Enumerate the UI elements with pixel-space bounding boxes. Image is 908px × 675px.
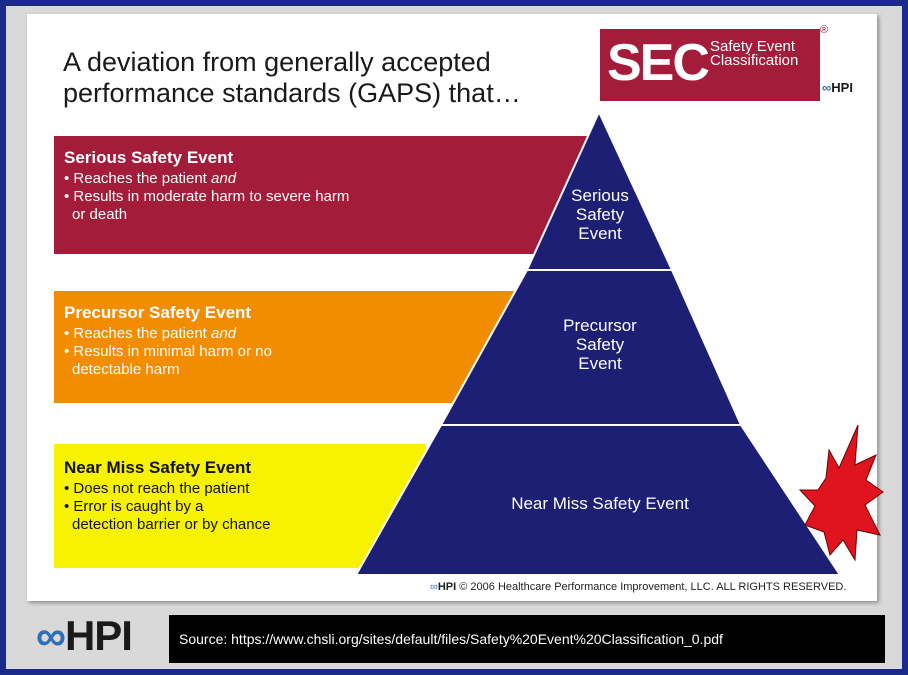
copyright: ∞HPI © 2006 Healthcare Performance Impro… <box>430 581 846 593</box>
starburst-icon <box>798 424 884 562</box>
band-precursor: Precursor Safety Event • Reaches the pat… <box>54 291 514 403</box>
hpi-footer-ring-icon: ∞ <box>36 612 66 659</box>
band-nearmiss-title: Near Miss Safety Event <box>64 458 252 477</box>
copyright-hpi-text: HPI <box>437 581 457 593</box>
hpi-footer-logo: ∞HPI <box>36 612 133 660</box>
sec-logo-text: SEC <box>607 34 710 92</box>
sec-logo-box <box>600 29 820 101</box>
band-nearmiss-line-1: • Does not reach the patient <box>64 480 250 497</box>
sec-logo-subtitle-text: Safety Event Classification <box>710 38 799 69</box>
copyright-text: © 2006 Healthcare Performance Improvemen… <box>459 581 847 593</box>
pyramid-bottom-label: Near Miss Safety Event <box>511 494 689 513</box>
band-serious: Serious Safety Event • Reaches the patie… <box>54 136 600 254</box>
copyright-hpi-icon: ∞ <box>430 581 438 593</box>
band-precursor-line-1: • Reaches the patient and <box>64 325 237 342</box>
pyramid-bottom <box>354 424 842 576</box>
band-nearmiss: Near Miss Safety Event • Does not reach … <box>54 444 426 568</box>
band-serious-line-3: or death <box>72 206 128 223</box>
band-serious-line-2: • Results in moderate harm to severe har… <box>64 188 350 205</box>
band-precursor-title: Precursor Safety Event <box>64 303 252 322</box>
band-precursor-line-3: detectable harm <box>72 361 180 378</box>
hpi-footer-text: HPI <box>64 612 133 659</box>
hpi-logo-small: ∞HPI <box>822 80 853 95</box>
band-precursor-line-2: • Results in minimal harm or no <box>64 343 272 360</box>
band-serious-line-1: • Reaches the patient and <box>64 170 237 187</box>
slide-title: A deviation from generally accepted perf… <box>63 47 521 108</box>
hpi-logo-small-text: HPI <box>831 80 853 95</box>
band-serious-title: Serious Safety Event <box>64 148 234 167</box>
sec-logo-subtitle: Safety Event Classification <box>710 38 820 69</box>
band-nearmiss-line-2: • Error is caught by a <box>64 498 204 515</box>
band-nearmiss-line-3: detection barrier or by chance <box>72 516 271 533</box>
hpi-ring-icon: ∞ <box>822 80 832 95</box>
source-caption: Source: https://www.chsli.org/sites/defa… <box>169 615 885 663</box>
registered-mark: ® <box>820 24 829 36</box>
